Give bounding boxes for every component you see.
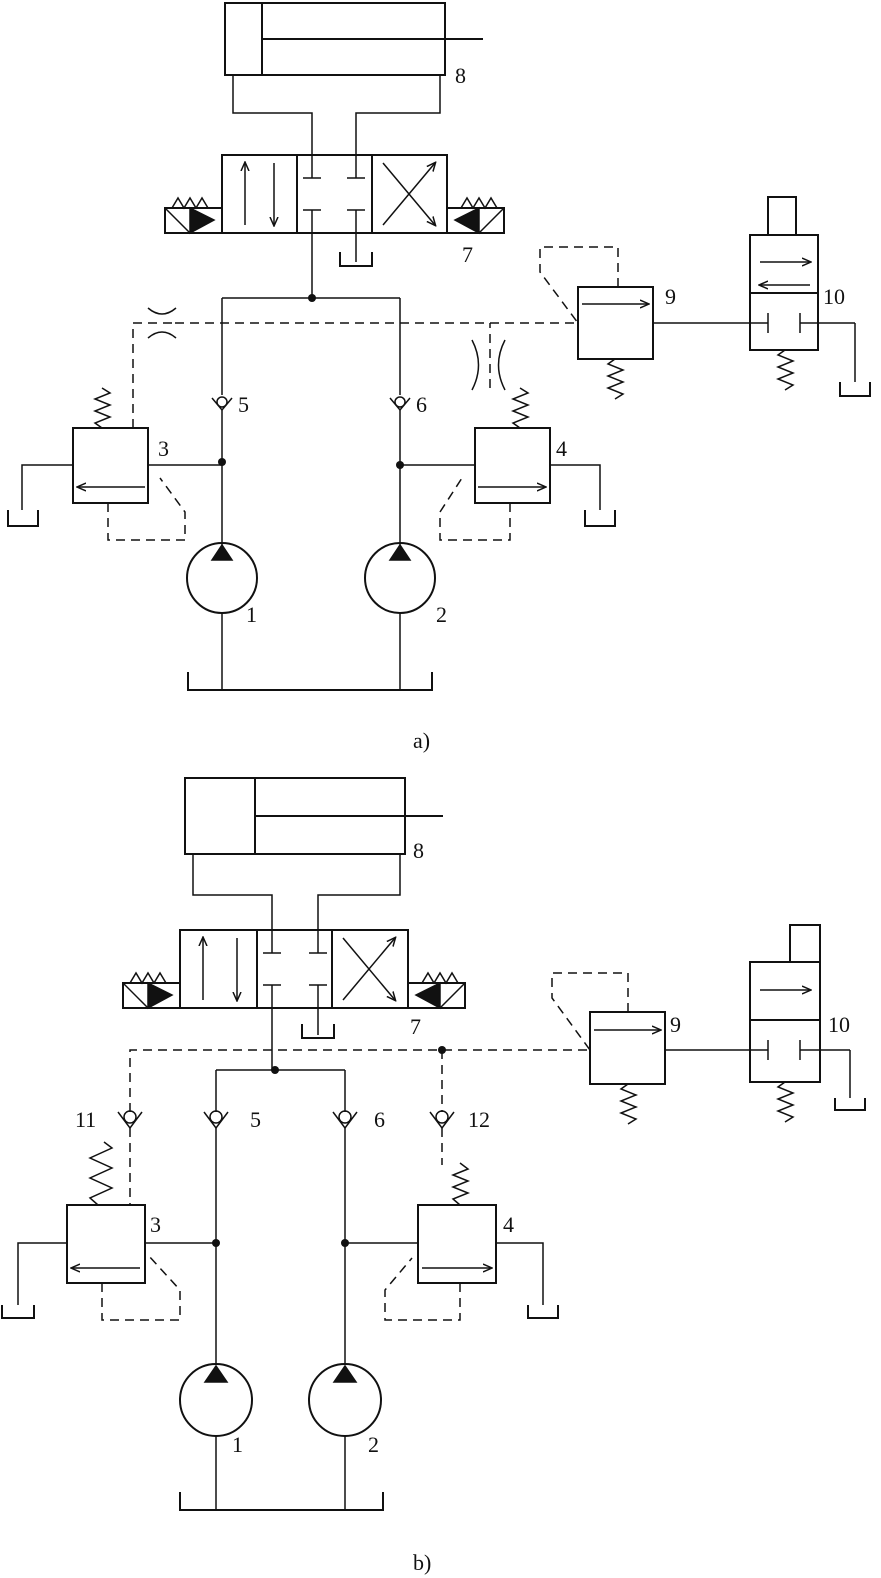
solenoid-valve-10: 10 [749,196,871,397]
caption-b: b) [413,1550,431,1575]
pump-1-b: 1 [179,1363,253,1510]
line-cyl-b [355,75,441,155]
pump-1: 1 [186,542,258,690]
check-valve-12: 12 [429,1107,490,1132]
label-12: 12 [468,1107,490,1132]
label-2: 2 [436,602,447,627]
relief-valve-4: 4 [400,323,616,541]
label-9: 9 [665,284,676,309]
label-5: 5 [238,392,249,417]
relief-valve-3-b: 3 [1,1141,216,1321]
orifice-left-a [147,307,177,315]
check-valve-11: 11 [75,1107,143,1132]
label-4-b: 4 [503,1212,514,1237]
check-valve-5-b: 5 [203,1107,261,1132]
cylinder-8: 8 [224,2,483,88]
pump-2: 2 [364,542,447,690]
diagram-a: 8 7 [7,2,871,753]
directional-valve-7: 7 [164,154,505,267]
label-8-b: 8 [413,838,424,863]
label-9-b: 9 [670,1012,681,1037]
check-valve-6: 6 [389,392,427,417]
cylinder-8-b: 8 [184,777,443,863]
label-6-b: 6 [374,1107,385,1132]
label-1-b: 1 [232,1432,243,1457]
tank-b [179,1492,384,1511]
label-4: 4 [556,436,567,461]
label-10-b: 10 [828,1012,850,1037]
tank-a [187,672,433,691]
label-1: 1 [246,602,257,627]
directional-valve-7-b: 7 [122,929,466,1039]
sequence-valve-9-b: 9 [551,972,750,1125]
label-3: 3 [158,436,169,461]
label-8: 8 [455,63,466,88]
label-7: 7 [462,242,473,267]
pump-2-b: 2 [308,1363,382,1510]
label-6: 6 [416,392,427,417]
label-5-b: 5 [250,1107,261,1132]
caption-a: a) [413,728,430,753]
check-valve-5: 5 [211,392,249,417]
label-3-b: 3 [150,1212,161,1237]
label-2-b: 2 [368,1432,379,1457]
line-cyl-a [232,75,313,155]
pilot-line-b [129,1049,590,1112]
orifice-right-a [471,339,480,391]
relief-valve-3: 3 [7,322,222,541]
label-11: 11 [75,1107,96,1132]
label-10: 10 [823,284,845,309]
sequence-valve-9: 9 [539,246,750,400]
check-valve-6-b: 6 [332,1107,385,1132]
solenoid-valve-10-b: 10 [749,924,866,1123]
relief-valve-4-b: 4 [345,1162,559,1321]
label-7-b: 7 [410,1014,421,1039]
diagram-b: 8 7 5 [1,777,866,1575]
